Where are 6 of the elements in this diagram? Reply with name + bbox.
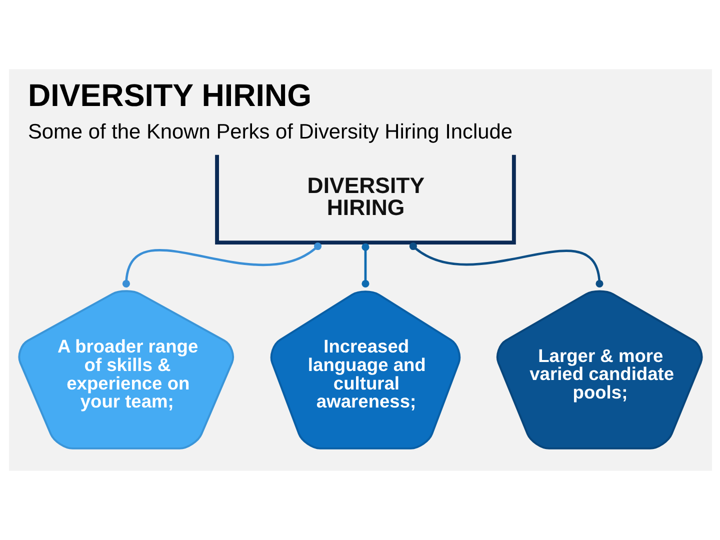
node-text: DIVERSITY HIRING	[306, 172, 424, 220]
caption: Some of the Known Perks of Diversity Hiring Include	[27, 120, 512, 144]
connector	[361, 243, 369, 288]
connector	[408, 242, 603, 288]
connector	[122, 242, 322, 288]
diagram-title: DIVERSITY HIRING	[27, 78, 312, 114]
